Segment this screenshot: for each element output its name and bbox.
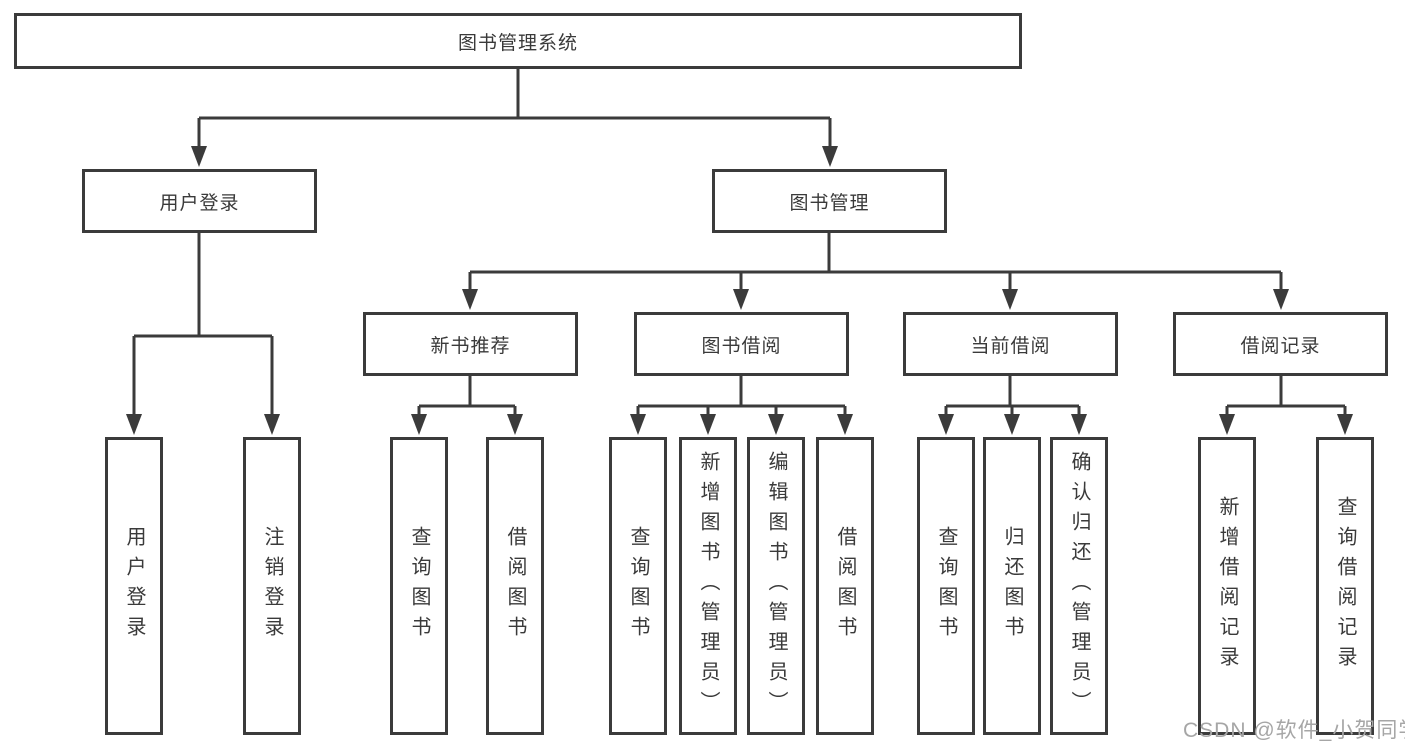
leaf-bb-add-books-admin: 新增图书（管理员） [679, 437, 737, 735]
arrowhead-icon [1337, 414, 1353, 435]
leaf-cb-confirm-return-admin: 确认归还（管理员） [1050, 437, 1108, 735]
arrowhead-icon [837, 414, 853, 435]
leaf-label: 查询借阅记录 [1334, 496, 1356, 676]
watermark: CSDN @软件_小贺同学 [1183, 719, 1405, 742]
leaf-nbr-borrow-books: 借阅图书 [486, 437, 544, 735]
arrowhead-icon [1273, 289, 1289, 310]
leaf-label: 查询图书 [627, 526, 649, 646]
leaf-cb-query-books: 查询图书 [917, 437, 975, 735]
arrowhead-icon [1002, 289, 1018, 310]
node-user-login-branch: 用户登录 [82, 169, 317, 233]
arrowhead-icon [1219, 414, 1235, 435]
arrowhead-icon [822, 146, 838, 167]
arrowhead-icon [700, 414, 716, 435]
arrowhead-icon [462, 289, 478, 310]
leaf-logout: 注销登录 [243, 437, 301, 735]
leaf-label: 借阅图书 [504, 526, 526, 646]
leaf-label: 用户登录 [123, 526, 145, 646]
leaf-label: 新增借阅记录 [1216, 496, 1238, 676]
leaf-bb-query-books: 查询图书 [609, 437, 667, 735]
leaf-cb-return-books: 归还图书 [983, 437, 1041, 735]
arrowhead-icon [411, 414, 427, 435]
leaf-label: 查询图书 [408, 526, 430, 646]
leaf-label: 借阅图书 [834, 526, 856, 646]
leaf-label: 注销登录 [261, 526, 283, 646]
arrowhead-icon [630, 414, 646, 435]
node-root: 图书管理系统 [14, 13, 1022, 69]
arrowhead-icon [126, 414, 142, 435]
leaf-label: 归还图书 [1001, 526, 1023, 646]
arrowhead-icon [733, 289, 749, 310]
leaf-label: 确认归还（管理员） [1068, 451, 1090, 721]
leaf-br-query-record: 查询借阅记录 [1316, 437, 1374, 735]
arrowhead-icon [938, 414, 954, 435]
node-book-management: 图书管理 [712, 169, 947, 233]
leaf-nbr-query-books: 查询图书 [390, 437, 448, 735]
arrowhead-icon [264, 414, 280, 435]
node-current-borrow: 当前借阅 [903, 312, 1118, 376]
arrowhead-icon [191, 146, 207, 167]
arrowhead-icon [507, 414, 523, 435]
leaf-label: 编辑图书（管理员） [765, 451, 787, 721]
leaf-label: 查询图书 [935, 526, 957, 646]
node-book-borrow: 图书借阅 [634, 312, 849, 376]
leaf-br-add-record: 新增借阅记录 [1198, 437, 1256, 735]
node-borrow-records: 借阅记录 [1173, 312, 1388, 376]
arrowhead-icon [768, 414, 784, 435]
leaf-user-login: 用户登录 [105, 437, 163, 735]
arrowhead-icon [1071, 414, 1087, 435]
leaf-label: 新增图书（管理员） [697, 451, 719, 721]
leaf-bb-borrow-books: 借阅图书 [816, 437, 874, 735]
arrowhead-icon [1004, 414, 1020, 435]
node-new-book-recommend: 新书推荐 [363, 312, 578, 376]
leaf-bb-edit-books-admin: 编辑图书（管理员） [747, 437, 805, 735]
